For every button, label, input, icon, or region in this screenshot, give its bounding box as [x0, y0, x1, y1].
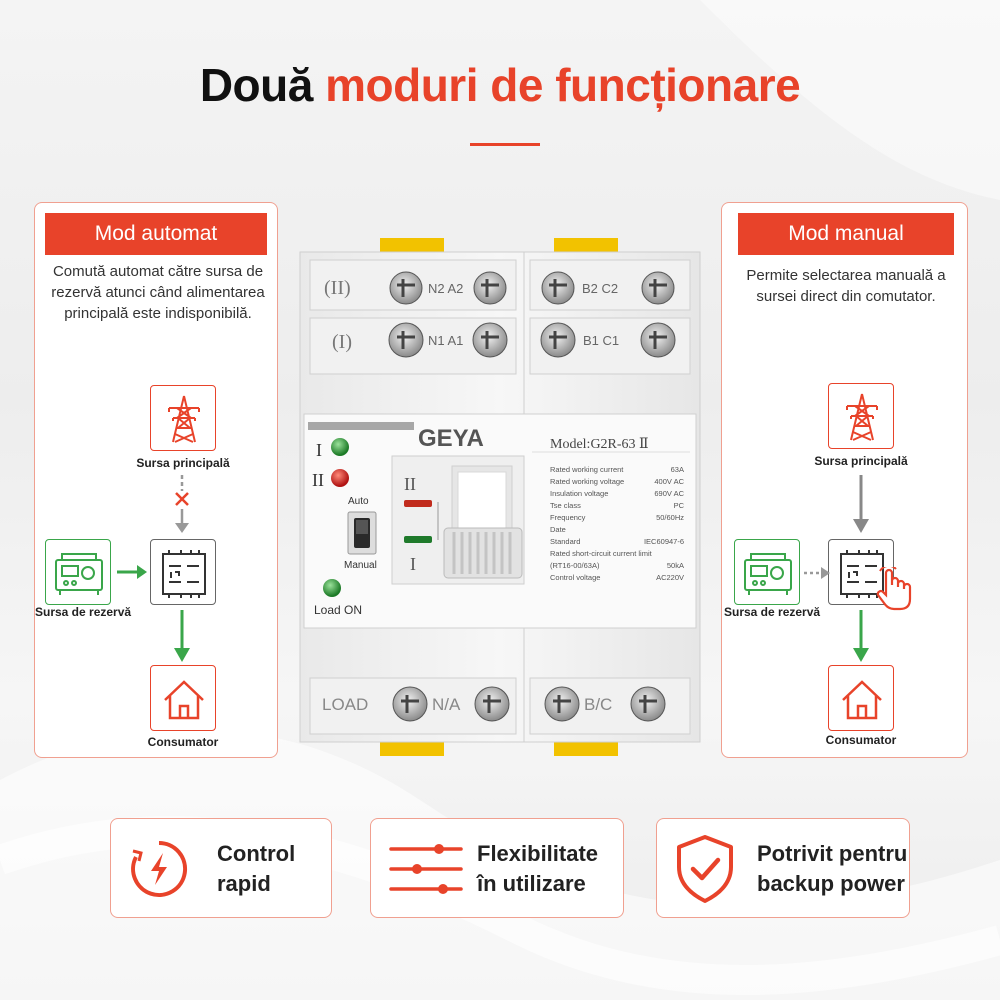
sliders-icon: [389, 844, 463, 894]
spec-value: IEC60947-6: [644, 537, 684, 546]
auto-mode-panel: Mod automat Comută automat către sursa d…: [34, 202, 278, 758]
generator-icon: [744, 553, 792, 595]
manual-backup-source-label: Sursa de rezervă: [724, 605, 821, 619]
transfer-switch-device: (II) (I) I II II I N2 A2 B2 C2 N1 A1 B1 …: [299, 238, 701, 756]
auto-label: Auto: [348, 496, 369, 507]
spec-value: 50kA: [667, 561, 684, 570]
feature-2-line1: Flexibilitate: [477, 841, 599, 866]
row2-terminals-left: N2 A2: [428, 281, 463, 296]
row2-terminals-right: B2 C2: [582, 281, 618, 296]
feature-card-flexibility: Flexibilitate în utilizare: [370, 818, 624, 918]
switch-icon-box: [150, 539, 216, 605]
indicator-2-label: II: [312, 470, 324, 490]
red-slot-indicator: [404, 500, 432, 507]
spec-key: Rated working current: [550, 465, 624, 474]
green-slot-indicator: [404, 536, 432, 543]
auto-main-source-label: Sursa principală: [136, 456, 230, 470]
switch-pos-2-label: II: [404, 474, 416, 494]
house-icon-box: [828, 665, 894, 731]
hand-pointer-icon: [876, 567, 912, 611]
spec-key: Rated working voltage: [550, 477, 624, 486]
spec-key: Standard: [550, 537, 580, 546]
spec-key: Control voltage: [550, 573, 600, 582]
title-underline: [470, 143, 540, 146]
row1-terminals-right: B1 C1: [583, 333, 619, 348]
spec-key: Insulation voltage: [550, 489, 608, 498]
manual-mode-panel: Mod manual Permite selectarea manuală a …: [721, 202, 968, 758]
spec-key: Rated short-circuit current limit: [550, 549, 653, 558]
load-on-label: Load ON: [314, 603, 362, 617]
auto-consumer-label: Consumator: [147, 735, 219, 749]
spec-key: (RT16-00/63A): [550, 561, 600, 570]
auto-mode-description: Comută automat către sursa de rezervă at…: [51, 263, 265, 322]
model-label: Model:G2R-63 Ⅱ: [550, 437, 649, 452]
spec-table: Rated working current 63A Rated working vo…: [550, 465, 685, 582]
generator-icon-box: [734, 539, 800, 605]
bottom-na-label: N/A: [432, 695, 461, 714]
spec-value: PC: [674, 501, 685, 510]
spec-value: 400V AC: [654, 477, 684, 486]
spec-value: 690V AC: [654, 489, 684, 498]
green-arrow-down-icon: [853, 610, 869, 662]
manual-mode-description: Permite selectarea manuală a sursei dire…: [746, 267, 946, 305]
spec-value: 50/60Hz: [656, 513, 684, 522]
switch-icon: [162, 550, 206, 598]
power-tower-icon: [168, 395, 200, 443]
house-icon: [164, 680, 204, 720]
green-arrow-right-icon: [117, 565, 147, 579]
feature-card-backup-power: Potrivit pentru backup power: [656, 818, 910, 918]
switch-pos-1-label: I: [410, 554, 416, 574]
feature-1-line2: rapid: [217, 871, 271, 896]
row1-terminals-left: N1 A1: [428, 333, 463, 348]
page-title: Două moduri de funcționare: [0, 58, 1000, 112]
manual-mode-header: Mod manual: [738, 213, 954, 255]
power-tower-icon-box: [828, 383, 894, 449]
terminal-screws: [388, 271, 676, 722]
auto-mode-header: Mod automat: [45, 213, 267, 255]
led-source-2: [331, 469, 349, 487]
title-accent: moduri de funcționare: [325, 59, 801, 111]
feature-card-fast-control: Control rapid: [110, 818, 332, 918]
blocked-arrow-icon: [175, 475, 189, 533]
spec-key: Date: [550, 525, 566, 534]
generator-icon-box: [45, 539, 111, 605]
manual-main-source-label: Sursa principală: [814, 454, 908, 468]
generator-icon: [55, 553, 103, 595]
row1-label: (I): [332, 331, 352, 353]
house-icon: [842, 680, 882, 720]
row2-label: (II): [324, 277, 351, 299]
power-tower-icon-box: [150, 385, 216, 451]
feature-3-line2: backup power: [757, 871, 905, 896]
feature-2-line2: în utilizare: [477, 871, 586, 896]
gray-arrow-down-icon: [853, 475, 869, 533]
house-icon-box: [150, 665, 216, 731]
led-source-1: [331, 438, 349, 456]
green-arrow-down-icon: [174, 610, 190, 662]
spec-key: Tse class: [550, 501, 581, 510]
bottom-load-label: LOAD: [322, 695, 368, 714]
manual-consumer-label: Consumator: [825, 733, 897, 747]
manual-label: Manual: [344, 560, 377, 571]
dashed-arrow-right-icon: [804, 567, 830, 579]
power-tower-icon: [846, 393, 878, 441]
brand-logo: GEYA: [418, 425, 484, 452]
bottom-bc-label: B/C: [584, 695, 612, 714]
shield-check-icon: [677, 835, 733, 903]
spec-value: 63A: [671, 465, 684, 474]
led-load-on: [323, 579, 341, 597]
auto-backup-source-label: Sursa de rezervă: [35, 605, 132, 619]
feature-3-line1: Potrivit pentru: [757, 841, 908, 866]
indicator-1-label: I: [316, 440, 322, 460]
spec-value: AC220V: [656, 573, 684, 582]
manual-switch-knob: [443, 527, 523, 579]
feature-1-line1: Control: [217, 841, 296, 866]
title-dark: Două: [199, 59, 314, 111]
spec-key: Frequency: [550, 513, 586, 522]
lightning-gauge-icon: [131, 841, 188, 897]
switch-icon: [840, 550, 884, 598]
